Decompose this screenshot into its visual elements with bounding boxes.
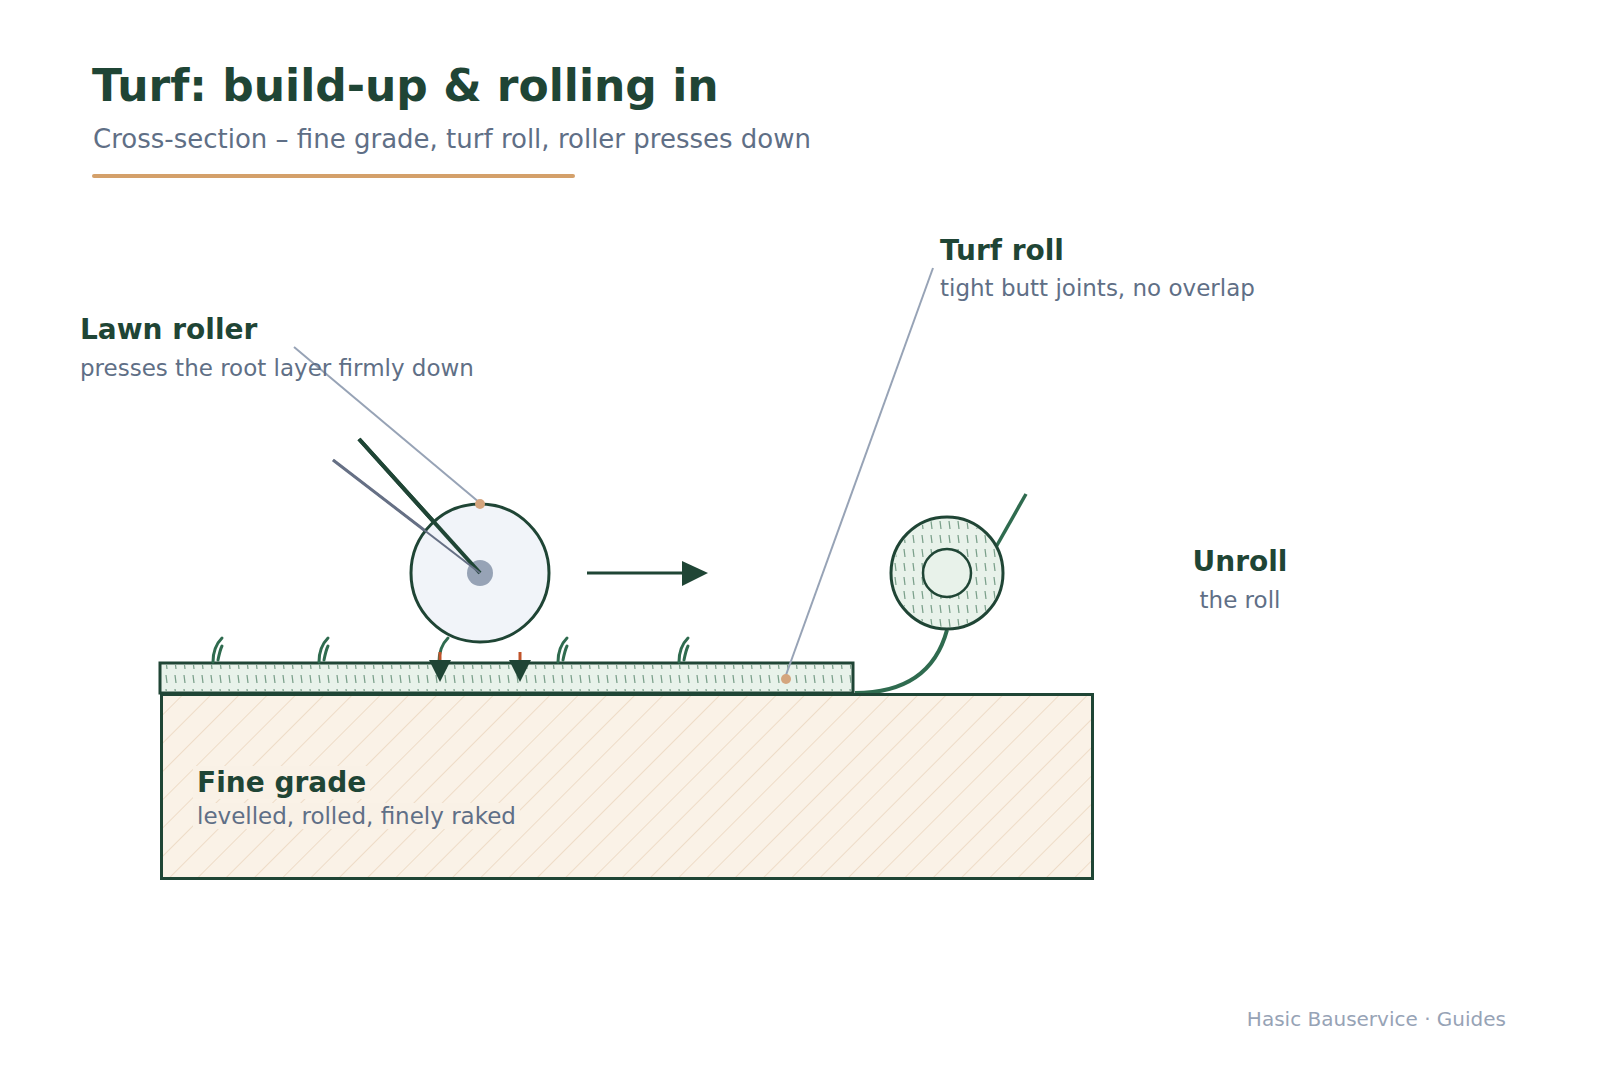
roll-tail (996, 494, 1026, 547)
leader-dot (781, 674, 791, 684)
turf-roll (891, 517, 1003, 629)
ground-hatch (160, 693, 1094, 880)
roller-handle-front (359, 439, 480, 573)
turf-roll-texture (893, 519, 1001, 627)
callout-heading: Lawn roller (80, 313, 257, 346)
title: Turf: build-up & rolling in (92, 60, 719, 111)
roller-handle-thin (333, 460, 480, 573)
direction-head (682, 561, 708, 586)
leader-line (786, 268, 933, 675)
callout-body: tight butt joints, no overlap (940, 275, 1255, 301)
direction-arrow (587, 572, 685, 575)
roll-core (923, 549, 971, 597)
step-body: the roll (1200, 587, 1281, 613)
node-body: levelled, rolled, finely raked (193, 803, 520, 829)
leader-dot (475, 499, 485, 509)
turf-texture (162, 665, 851, 691)
press-arrows (429, 652, 531, 682)
watermark: Hasic Bauservice · Guides (1247, 1007, 1506, 1031)
step-heading: Unroll (1193, 545, 1288, 578)
turf-strip (160, 663, 853, 693)
unrolled-turf-edge (855, 630, 947, 693)
ground-layer: Fine grade levelled, rolled, finely raked (160, 693, 1094, 880)
ground-fill (160, 693, 1094, 880)
callout-heading: Turf roll (940, 234, 1064, 267)
title-underline (92, 174, 575, 178)
node-heading: Fine grade (193, 766, 370, 799)
caption: Cross-section – fine grade, turf roll, r… (93, 124, 811, 154)
callout-body: presses the root layer firmly down (80, 355, 474, 381)
grass-blades (213, 638, 688, 662)
